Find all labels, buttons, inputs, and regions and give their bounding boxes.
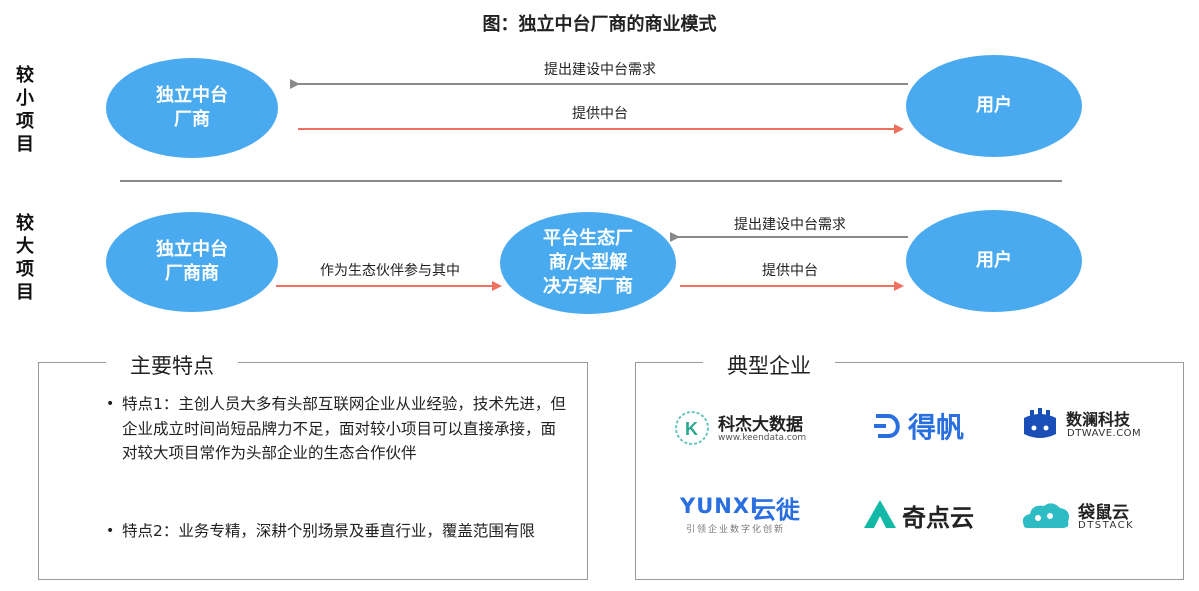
middle-node-line1: 平台生态厂 [543,228,633,249]
dtwave-logo: 数澜科技 DTWAVE.COM [1020,404,1150,444]
defan-logo: 得帆 [870,406,980,446]
companies-box [635,362,1184,580]
small-user-node: 用户 [906,55,1082,157]
large-vendor-line2: 厂商商 [165,263,219,284]
startdt-name: 奇点云 [902,504,974,532]
small-user-label: 用户 [976,95,1012,116]
feature-text-1: 特点1：主创人员大多有头部互联网企业从业经验，技术先进，但企业成立时间尚短品牌力… [122,395,566,462]
companies-title: 典型企业 [703,350,835,380]
middle-node-line3: 决方案厂商 [543,276,633,297]
large-forward-arrow-label: 提供中台 [762,263,818,279]
keendata-logo-icon: K [675,411,709,445]
dtstack-logo: 袋鼠云 DTSTACK [1018,496,1148,536]
keendata-name: 科杰大数据 [718,415,803,435]
dtwave-logo-icon [1024,408,1056,438]
dtwave-name: 数澜科技 [1066,410,1131,429]
large-back-arrow-label: 提出建设中台需求 [734,217,846,233]
section-divider [120,180,1062,182]
keendata-logo: K 科杰大数据 www.keendata.com [672,408,822,448]
yunxi-logo-icon: YUNXI [680,494,759,518]
feature-text-2: 特点2：业务专精，深耕个别场景及垂直行业，覆盖范围有限 [122,522,535,540]
feature-item-1: • 特点1：主创人员大多有头部互联网企业从业经验，技术先进，但企业成立时间尚短品… [104,392,570,466]
dtstack-name: 袋鼠云 [1078,503,1129,523]
features-title: 主要特点 [106,350,238,380]
large-user-node: 用户 [906,210,1082,312]
small-vendor-node: 独立中台 厂商 [106,58,278,158]
dtstack-logo-icon [1022,503,1069,528]
large-user-label: 用户 [976,250,1012,271]
features-box [38,362,588,580]
defan-name: 得帆 [908,411,965,444]
bullet-dot: • [106,523,115,539]
feature-item-2: • 特点2：业务专精，深耕个别场景及垂直行业，覆盖范围有限 [104,519,570,544]
row-label-large: 较大项目 [16,213,34,303]
middle-node-line2: 商/大型解 [548,252,628,273]
startdt-logo-icon [864,500,896,528]
svg-text:K: K [685,419,698,439]
small-forward-arrow-label: 提供中台 [572,106,628,122]
yunxi-logo: YUNXI 云徙 引领企业数字化创新 [680,490,820,538]
large-left-arrow-label: 作为生态伙伴参与其中 [320,263,460,279]
row-label-small: 较小项目 [16,65,34,155]
dtwave-sub: DTWAVE.COM [1067,428,1142,439]
large-vendor-node: 独立中台 厂商商 [106,212,278,312]
keendata-url: www.keendata.com [718,433,807,443]
bullet-dot: • [106,396,115,412]
large-vendor-line1: 独立中台 [156,239,228,260]
diagram-title: 图：独立中台厂商的商业模式 [482,14,717,35]
small-vendor-line1: 独立中台 [156,85,228,106]
startdt-logo: 奇点云 [862,496,992,536]
middle-platform-node: 平台生态厂 商/大型解 决方案厂商 [500,212,676,314]
defan-logo-icon [874,414,900,438]
yunxi-name: 云徙 [752,496,800,524]
yunxi-slogan: 引领企业数字化创新 [686,525,786,535]
small-vendor-line2: 厂商 [174,109,210,130]
dtstack-sub: DTSTACK [1078,520,1135,531]
small-back-arrow-label: 提出建设中台需求 [544,62,656,78]
